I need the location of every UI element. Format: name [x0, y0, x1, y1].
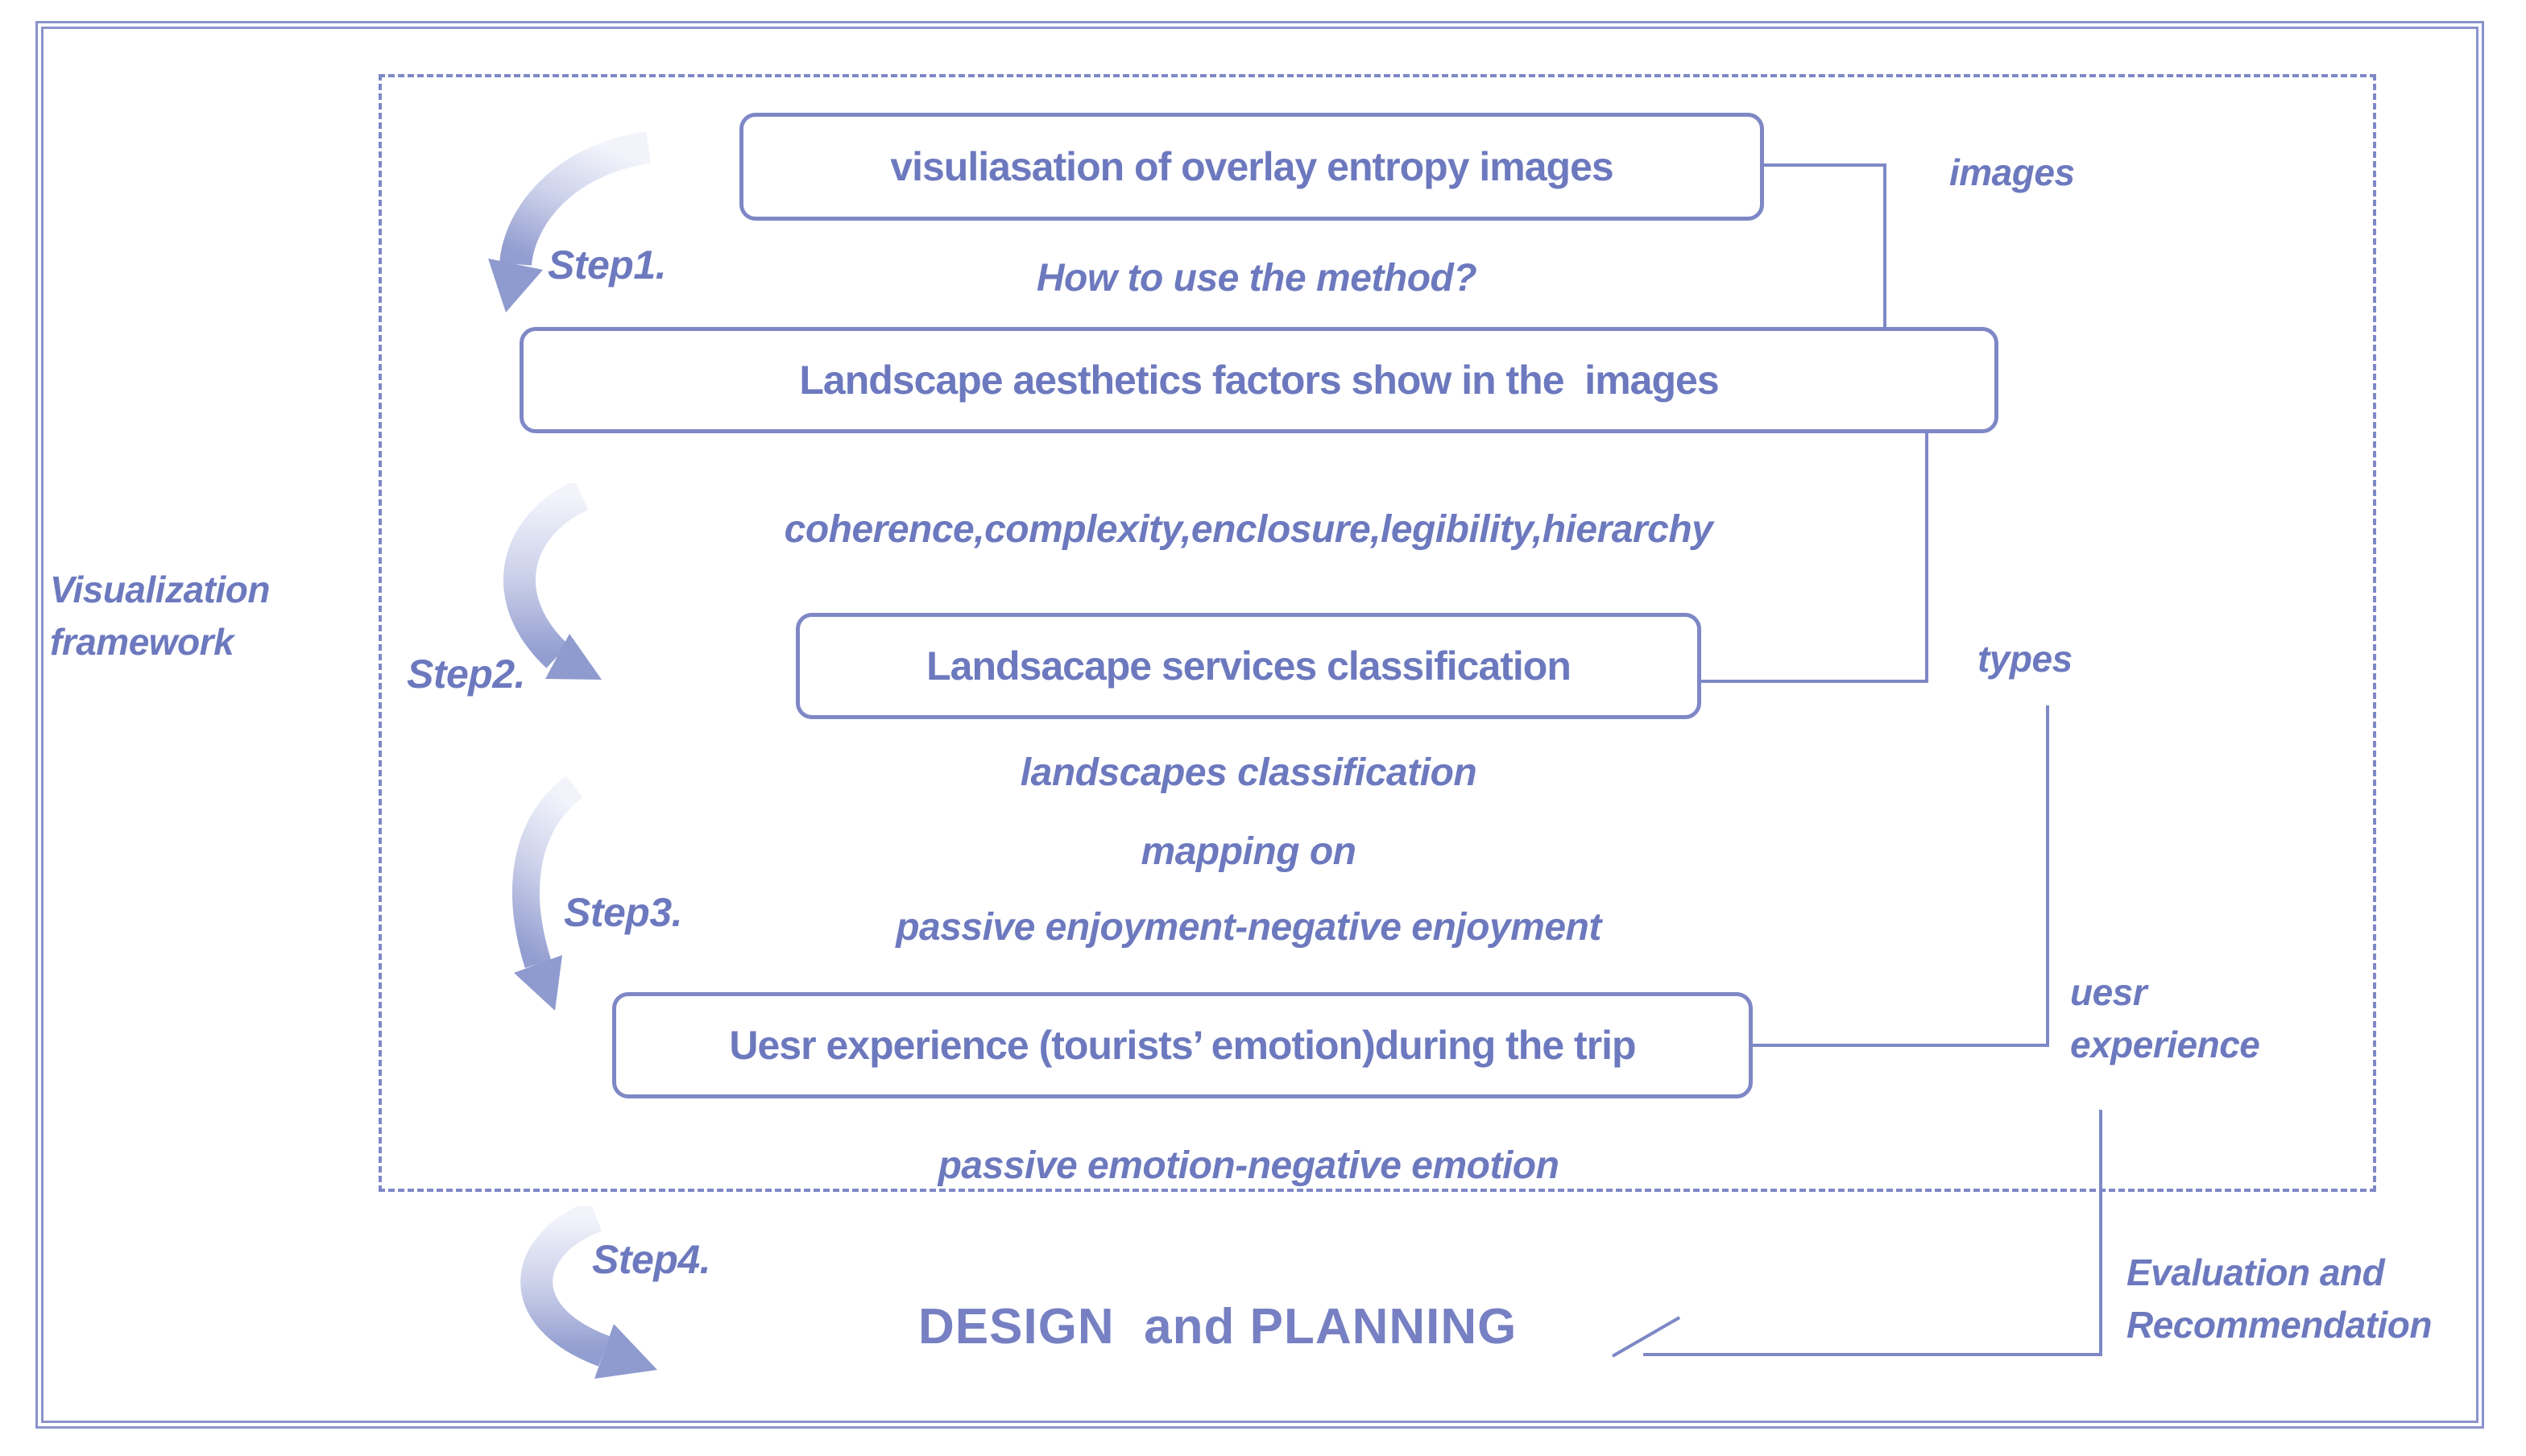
user-experience-label-line1: uesr — [2070, 971, 2147, 1013]
box-visualisation-overlay-entropy: visuliasation of overlay entropy images — [739, 113, 1764, 221]
connector-box3-horizontal-line — [1701, 680, 1928, 683]
framework-label: Visualization framework — [50, 564, 270, 669]
step2-label: Step2. — [407, 651, 526, 697]
connector-design-horizontal-line — [1643, 1353, 2102, 1356]
connector-types-vertical-line — [2046, 705, 2049, 1047]
evaluation-label-line2: Recommendation — [2126, 1304, 2432, 1346]
step1-label: Step1. — [548, 242, 667, 287]
evaluation-recommendation-label: Evaluation and Recommendation — [2126, 1247, 2432, 1352]
annotation-coherence-factors: coherence,complexity,enclosure,legibilit… — [784, 508, 1713, 551]
types-label: types — [1977, 638, 2073, 680]
box-services-label: Landsacape services classification — [926, 643, 1572, 689]
step3-arrow-icon — [512, 776, 583, 1011]
step4-label: Step4. — [592, 1237, 711, 1282]
framework-label-line2: framework — [50, 621, 234, 664]
dashed-frame — [379, 74, 2376, 1192]
annotation-passive-emotion: passive emotion-negative emotion — [938, 1144, 1559, 1187]
connector-experience-vertical-line — [2099, 1110, 2102, 1356]
user-experience-label-line2: experience — [2070, 1024, 2260, 1066]
step3-label: Step3. — [564, 890, 683, 935]
design-planning-title: DESIGN and PLANNING — [918, 1299, 1518, 1355]
annotation-passive-enjoyment: passive enjoyment-negative enjoyment — [896, 906, 1601, 949]
box-landscape-services: Landsacape services classification — [796, 613, 1701, 719]
evaluation-label-line1: Evaluation and — [2126, 1251, 2385, 1293]
images-label: images — [1949, 151, 2075, 193]
box-aesthetics-label: Landscape aesthetics factors show in the… — [799, 358, 1719, 403]
connector-box4-horizontal-line — [1753, 1044, 2049, 1047]
annotation-landscapes-classification: landscapes classification — [1020, 751, 1477, 794]
annotation-mapping-on: mapping on — [1141, 830, 1356, 873]
step1-arrow-icon — [488, 131, 652, 312]
annotation-how-to-use: How to use the method? — [1036, 257, 1477, 300]
step2-arrow-icon — [503, 483, 602, 680]
user-experience-label: uesr experience — [2070, 966, 2260, 1072]
connector-box2-box3-vertical-line — [1925, 432, 1928, 683]
box-user-experience: Uesr experience (tourists’ emotion)durin… — [612, 992, 1753, 1098]
step4-arrow-icon — [520, 1206, 657, 1379]
connector-box1-horizontal-line — [1764, 163, 1885, 167]
framework-label-line1: Visualization — [50, 569, 270, 610]
connector-box1-box2-vertical-line — [1883, 163, 1886, 330]
box-user-experience-label: Uesr experience (tourists’ emotion)durin… — [729, 1023, 1636, 1068]
box-visualisation-label: visuliasation of overlay entropy images — [890, 144, 1613, 189]
box-landscape-aesthetics: Landscape aesthetics factors show in the… — [520, 327, 1998, 433]
